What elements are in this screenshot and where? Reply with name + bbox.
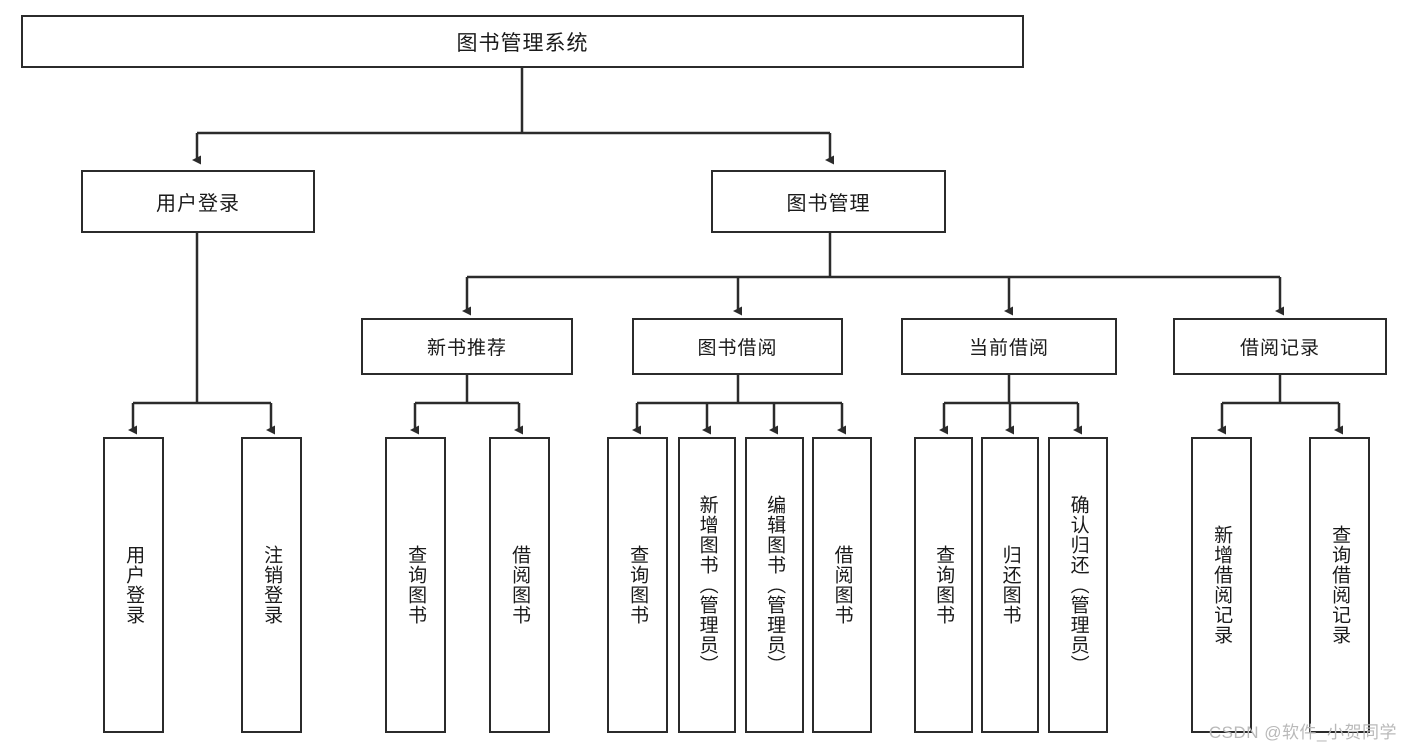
node-current-borrow-label: 当前借阅 (968, 338, 1049, 359)
node-root-label: 图书管理系统 (456, 31, 589, 55)
node-user-login[interactable]: 用户登录 (81, 170, 315, 233)
node-book-borrow-label: 图书借阅 (697, 338, 778, 359)
node-user-login-label: 用户登录 (156, 193, 240, 215)
leaf-user-login-logout-label: 注销登录 (261, 545, 283, 625)
watermark: CSDN @软件_小贺同学 (1208, 723, 1397, 742)
leaf-new-book-query[interactable]: 查询图书 (385, 437, 446, 733)
node-new-book-recommend[interactable]: 新书推荐 (361, 318, 573, 375)
leaf-borrow-record-query-label: 查询借阅记录 (1329, 525, 1351, 645)
node-current-borrow[interactable]: 当前借阅 (901, 318, 1117, 375)
leaf-user-login-login-label: 用户登录 (123, 545, 145, 625)
leaf-new-book-borrow-label: 借阅图书 (509, 545, 531, 625)
leaf-user-login-logout[interactable]: 注销登录 (241, 437, 302, 733)
leaf-current-borrow-query[interactable]: 查询图书 (914, 437, 973, 733)
leaf-book-borrow-edit[interactable]: 编辑图书（管理员） (745, 437, 804, 733)
node-book-management[interactable]: 图书管理 (711, 170, 946, 233)
node-new-book-recommend-label: 新书推荐 (426, 338, 507, 359)
leaf-current-borrow-query-label: 查询图书 (933, 545, 955, 625)
node-book-management-label: 图书管理 (786, 193, 871, 215)
node-borrow-record[interactable]: 借阅记录 (1173, 318, 1387, 375)
leaf-book-borrow-borrow-label: 借阅图书 (831, 545, 853, 625)
leaf-borrow-record-query[interactable]: 查询借阅记录 (1309, 437, 1370, 733)
node-book-borrow[interactable]: 图书借阅 (632, 318, 843, 375)
leaf-new-book-query-label: 查询图书 (405, 545, 427, 625)
leaf-current-borrow-confirm-return-label: 确认归还（管理员） (1067, 495, 1089, 675)
leaf-current-borrow-confirm-return[interactable]: 确认归还（管理员） (1048, 437, 1108, 733)
leaf-current-borrow-return-label: 归还图书 (999, 545, 1021, 625)
leaf-book-borrow-query[interactable]: 查询图书 (607, 437, 668, 733)
leaf-borrow-record-add[interactable]: 新增借阅记录 (1191, 437, 1252, 733)
leaf-book-borrow-add[interactable]: 新增图书（管理员） (678, 437, 736, 733)
node-borrow-record-label: 借阅记录 (1239, 338, 1320, 359)
leaf-book-borrow-add-label: 新增图书（管理员） (696, 495, 718, 675)
node-root[interactable]: 图书管理系统 (21, 15, 1024, 68)
leaf-book-borrow-borrow[interactable]: 借阅图书 (812, 437, 872, 733)
leaf-user-login-login[interactable]: 用户登录 (103, 437, 164, 733)
leaf-book-borrow-query-label: 查询图书 (627, 545, 649, 625)
leaf-current-borrow-return[interactable]: 归还图书 (981, 437, 1039, 733)
leaf-book-borrow-edit-label: 编辑图书（管理员） (764, 495, 786, 675)
leaf-new-book-borrow[interactable]: 借阅图书 (489, 437, 550, 733)
leaf-borrow-record-add-label: 新增借阅记录 (1211, 525, 1233, 645)
